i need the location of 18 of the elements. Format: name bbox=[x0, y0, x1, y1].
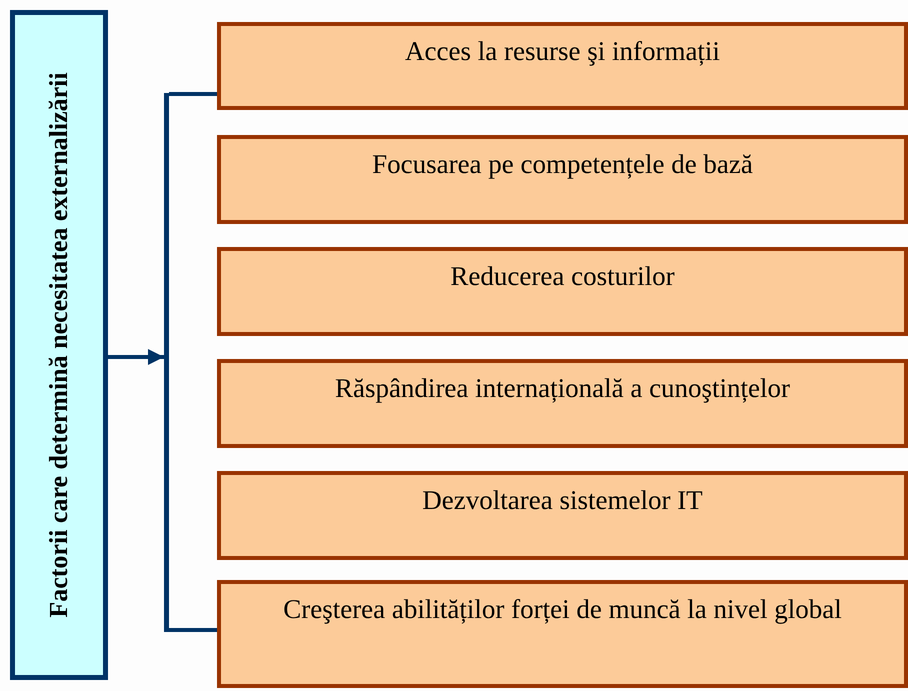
factor-box bbox=[217, 135, 908, 224]
category-box bbox=[10, 10, 108, 680]
factor-text: Creşterea abilităților forței de muncă la nivel global bbox=[283, 593, 842, 626]
connector-line bbox=[169, 628, 217, 632]
factor-text: Dezvoltarea sistemelor IT bbox=[422, 484, 703, 517]
factor-box bbox=[217, 247, 908, 336]
connector-line bbox=[169, 92, 217, 96]
category-title: Factorii care determină necesitatea externalizării bbox=[44, 71, 74, 620]
factor-box bbox=[217, 22, 908, 110]
factor-box bbox=[217, 359, 908, 448]
factor-text: Focusarea pe competențele de bază bbox=[372, 148, 753, 181]
factor-box bbox=[217, 580, 908, 688]
factor-text: Răspândirea internațională a cunoştințelor bbox=[334, 372, 790, 405]
factor-text: Reducerea costurilor bbox=[450, 260, 675, 293]
factor-box bbox=[217, 471, 908, 560]
factor-text: Acces la resurse şi informații bbox=[405, 35, 720, 68]
arrow bbox=[108, 349, 164, 365]
bracket-bar bbox=[164, 93, 169, 632]
